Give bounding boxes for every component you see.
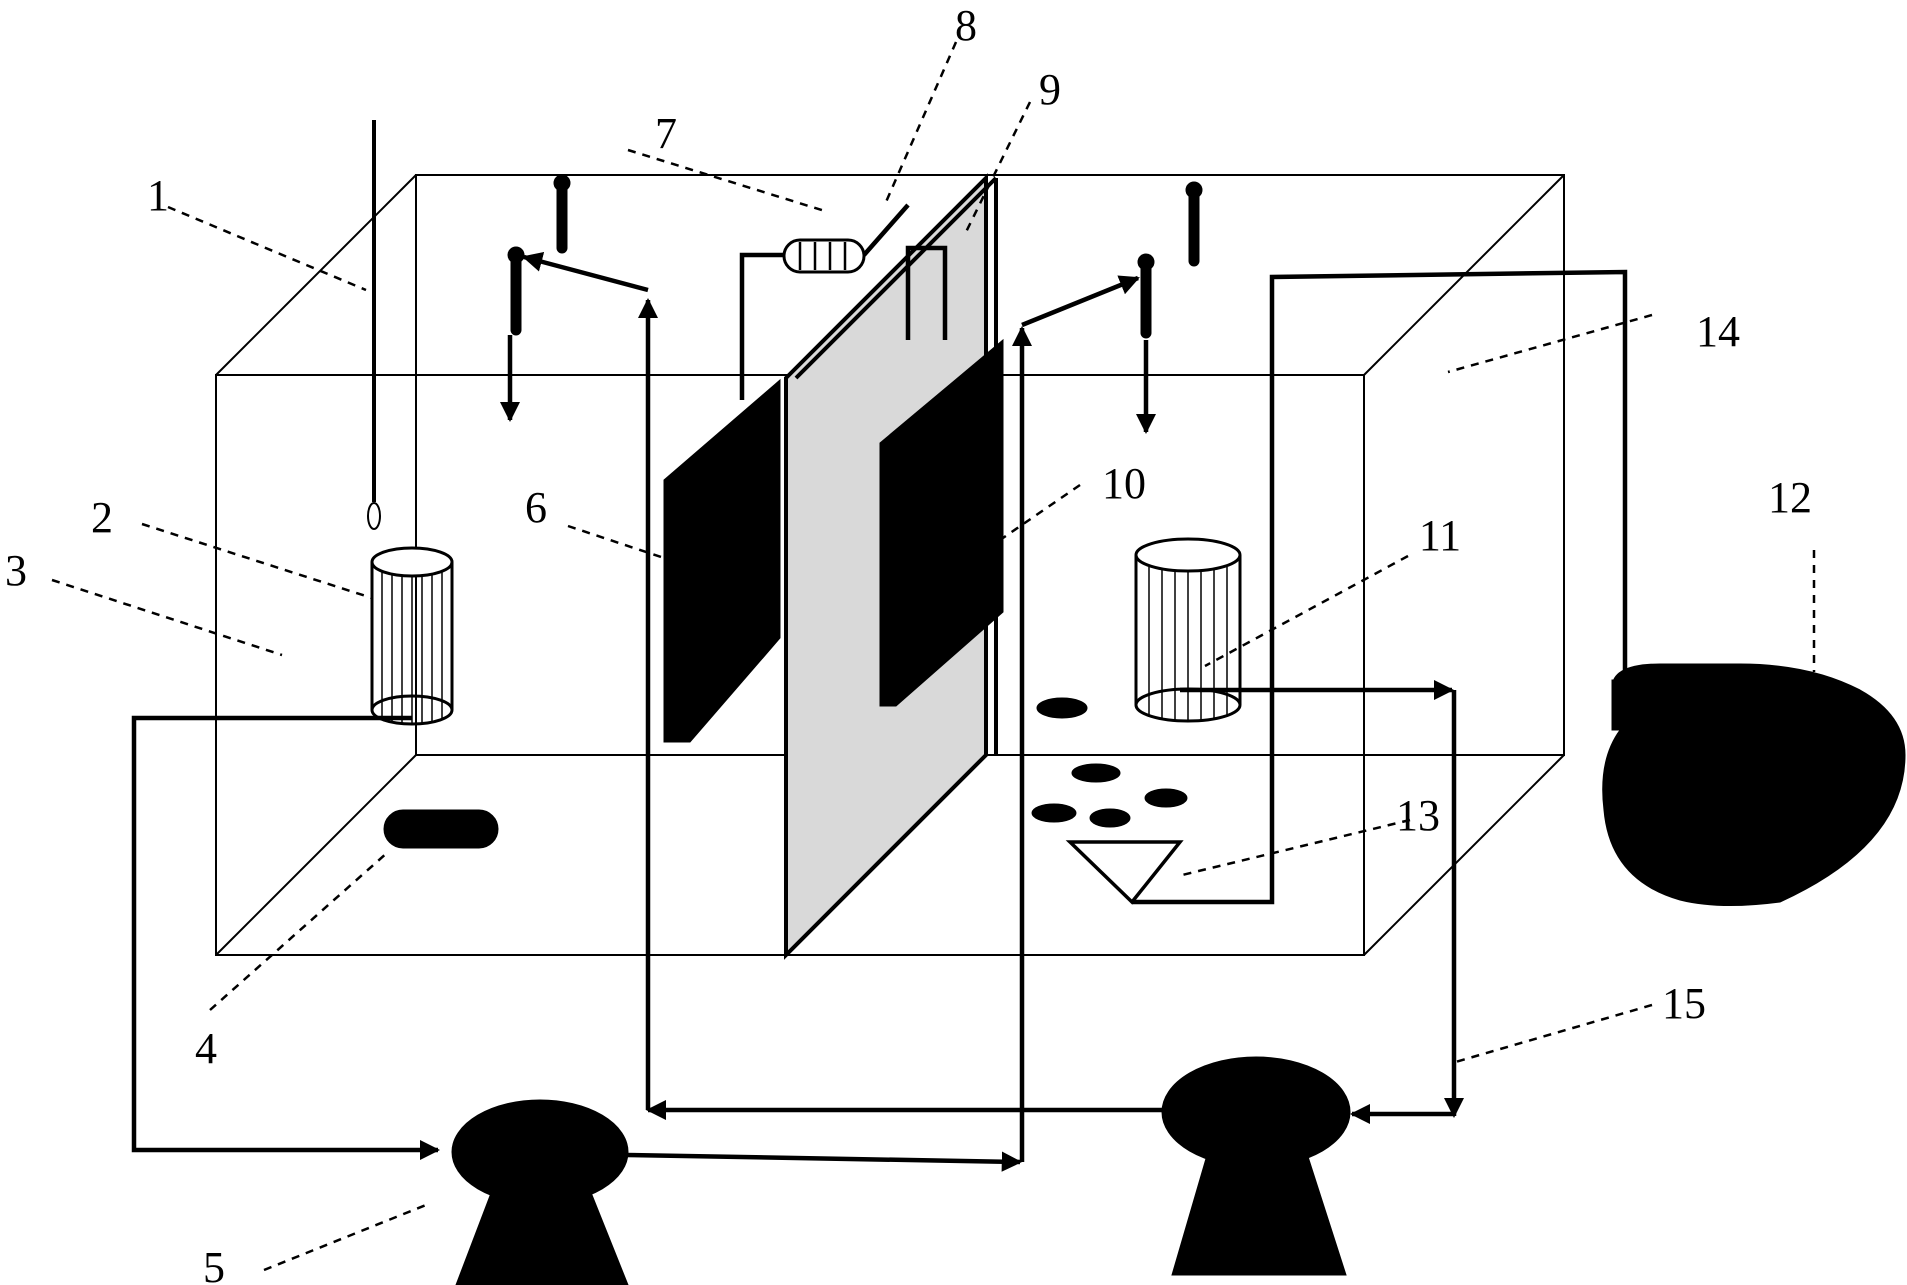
tank-edge-tl (215, 174, 417, 376)
pump-15 (1161, 1056, 1351, 1276)
label-11: 11 (1419, 511, 1461, 560)
aerator (1065, 840, 1184, 905)
label-9: 9 (1039, 65, 1061, 114)
stir-bar (383, 809, 499, 849)
wire-anode (739, 252, 784, 400)
label-13: 13 (1396, 791, 1440, 840)
air-pump (1602, 663, 1906, 907)
label-7: 7 (655, 109, 677, 158)
label-2: 2 (91, 493, 113, 542)
leader-lines (51, 41, 1816, 1272)
label-4: 4 (195, 1024, 217, 1073)
external-circuit (739, 203, 948, 400)
resistor (782, 238, 866, 274)
wire-cathode (905, 245, 948, 340)
cathode-plate (879, 338, 1004, 707)
probe-right-a (1185, 181, 1203, 267)
pipe-to-probe-left (522, 251, 649, 293)
thermometer (367, 120, 381, 530)
probe-left-b (507, 246, 525, 336)
filter-cylinder-right (1134, 537, 1242, 723)
label-14: 14 (1696, 307, 1740, 356)
probe-right-b (1137, 253, 1155, 339)
pipe-pump5-out (625, 1151, 1023, 1172)
pump-5 (451, 1099, 629, 1285)
label-8: 8 (955, 1, 977, 50)
wire-resistor-out (862, 203, 910, 257)
anode-plate (663, 378, 781, 743)
label-5: 5 (203, 1243, 225, 1285)
tank-edge-br (1363, 754, 1565, 956)
label-15: 15 (1662, 979, 1706, 1028)
pipe-to-probe-right (1021, 275, 1140, 328)
tank-back-face (415, 174, 1565, 756)
label-6: 6 (525, 483, 547, 532)
air-line (1132, 269, 1628, 905)
pipe-left-to-pump5 (131, 715, 441, 1161)
label-12: 12 (1768, 473, 1812, 522)
particles (1031, 697, 1188, 828)
label-3: 3 (5, 546, 27, 595)
label-10: 10 (1102, 459, 1146, 508)
label-1: 1 (147, 171, 169, 220)
probe-left-a (553, 174, 571, 254)
callout-labels: 1 2 3 4 5 6 7 8 9 10 11 12 13 14 15 (5, 1, 1812, 1285)
filter-cylinder-left (370, 546, 454, 726)
tank-edge-bl (215, 754, 417, 956)
